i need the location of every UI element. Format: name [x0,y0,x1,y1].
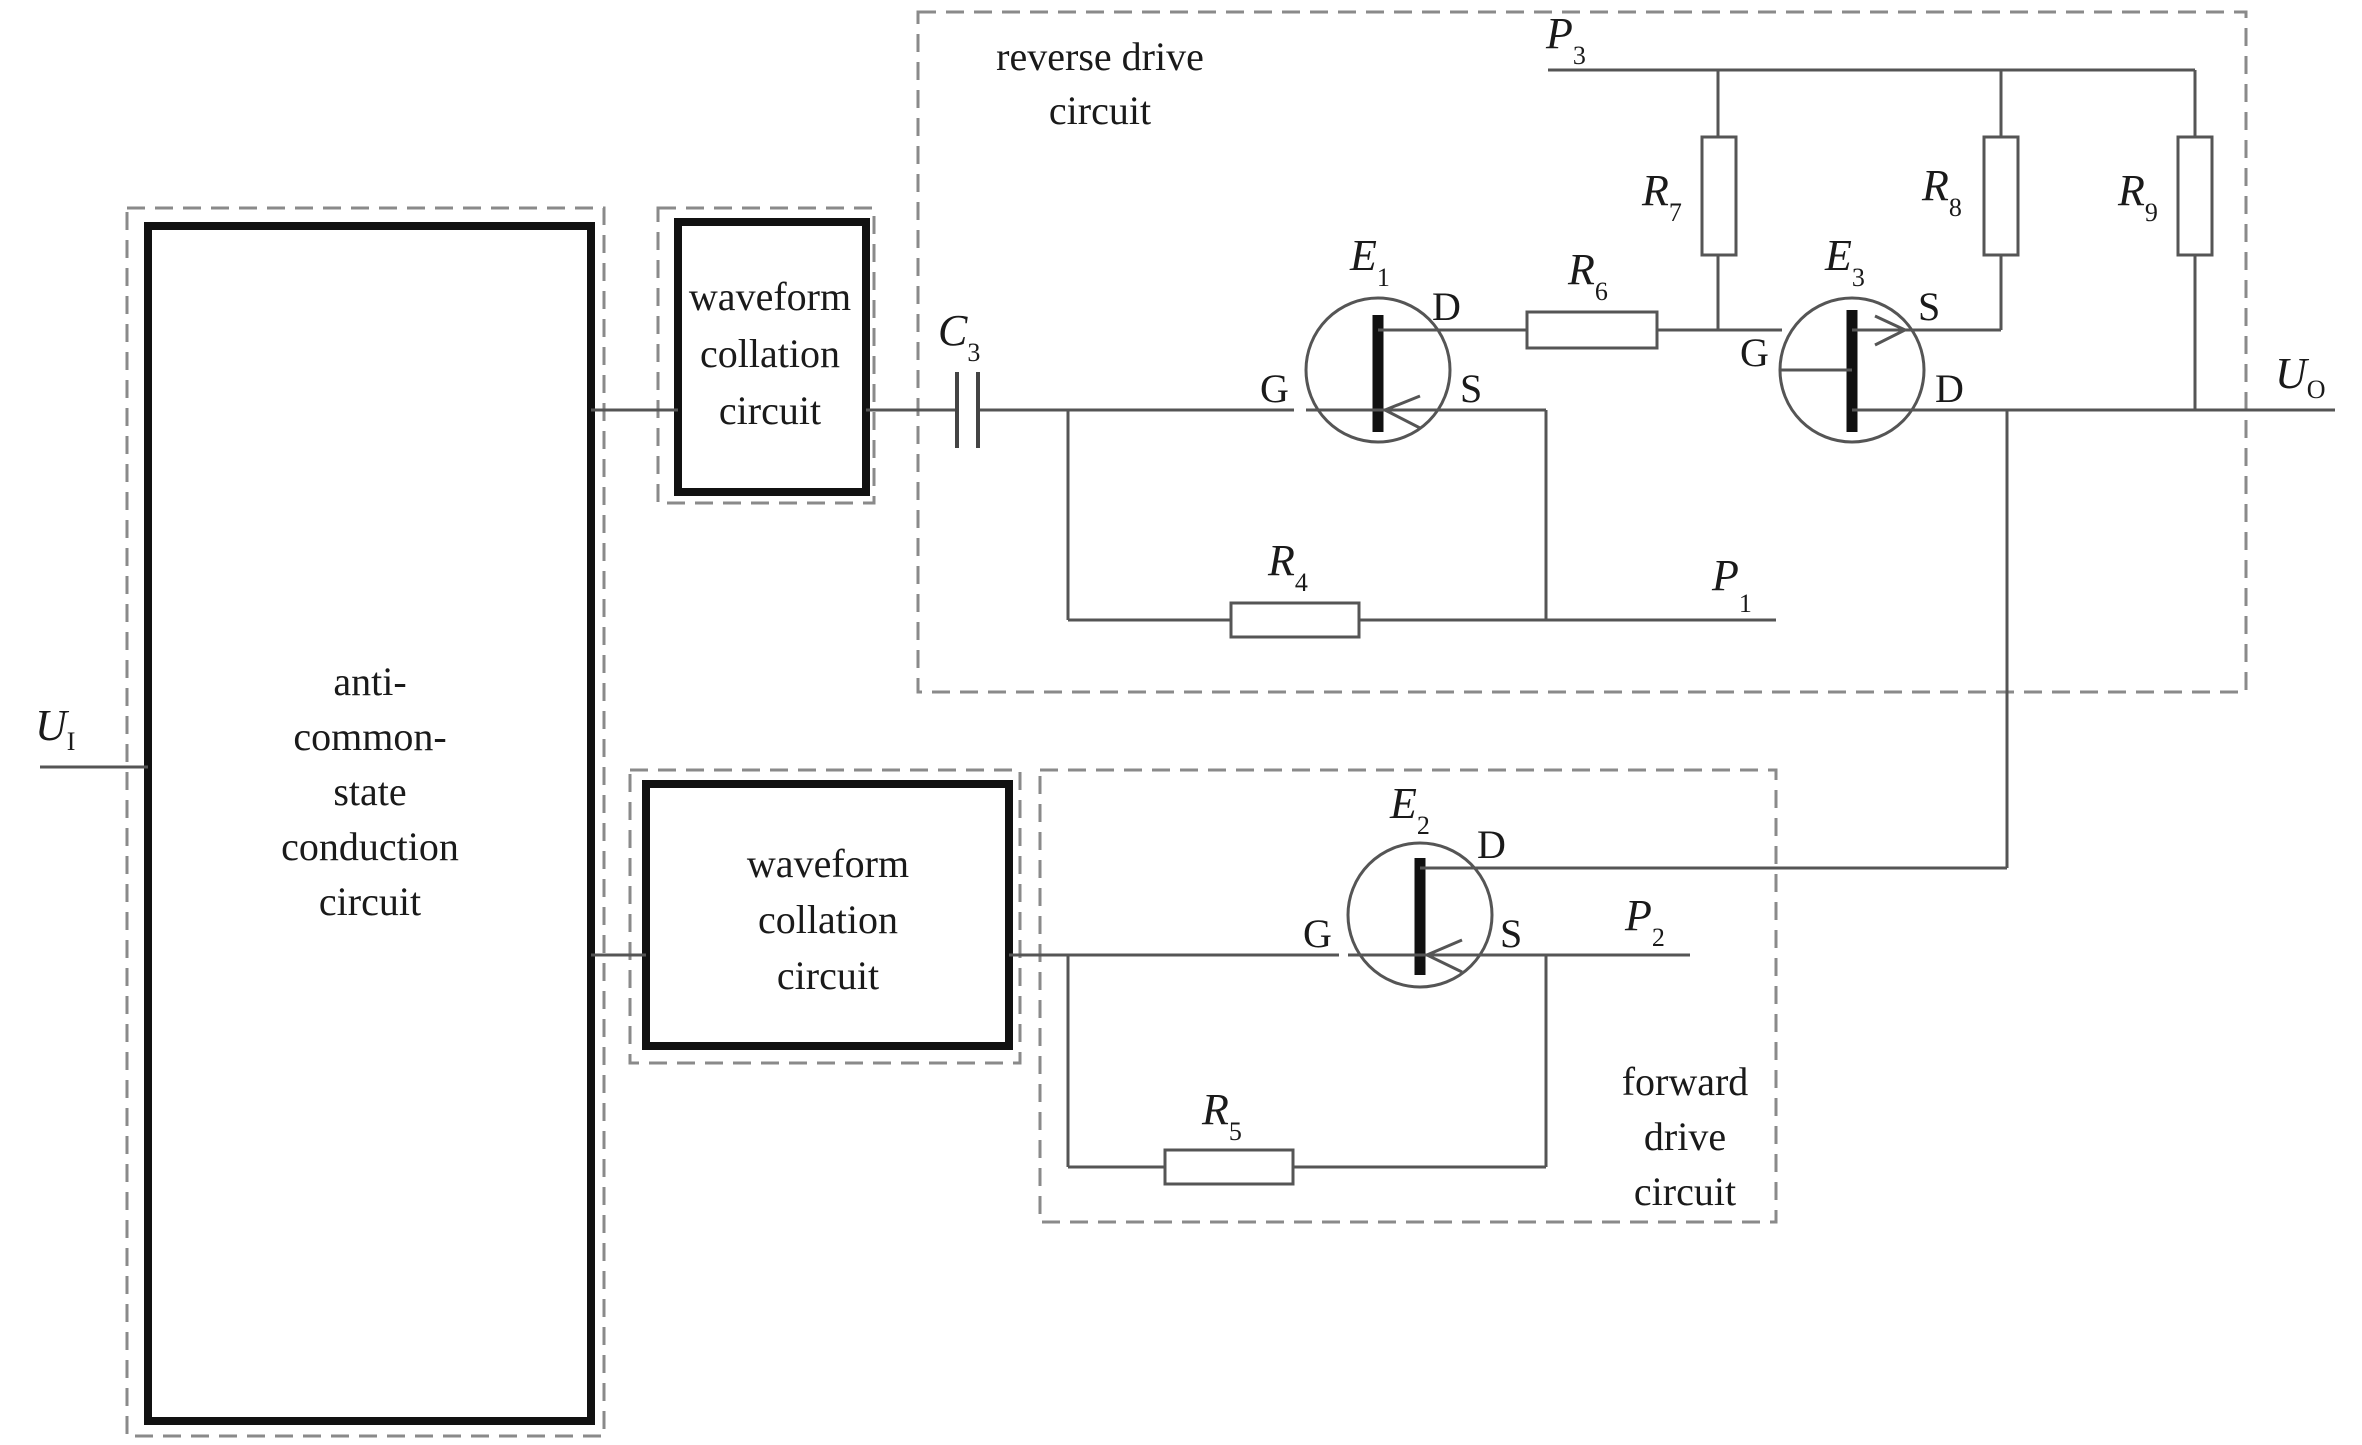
waveform-top-line-1: waveform [689,274,851,319]
e3-label: E3 [1824,231,1865,292]
transistor-e1 [1304,296,1452,444]
e1-label: E1 [1349,231,1390,292]
terminal-p3-label: P3 [1545,9,1586,70]
anti-common-line-1: anti- [333,659,406,704]
waveform-top-label: waveform collation circuit [689,274,851,433]
transistor-e3 [1778,296,1926,444]
resistor-r9 [2176,135,2214,257]
forward-drive-region [1038,768,1778,1224]
wires [40,68,2335,1169]
waveform-bottom-line-3: circuit [777,953,879,998]
r5-label: R5 [1201,1085,1242,1146]
waveform-top-line-3: circuit [719,388,821,433]
resistor-r6 [1525,310,1659,350]
reverse-drive-title-1: reverse drive [996,34,1204,79]
reverse-drive-title-2: circuit [1049,88,1151,133]
resistor-r4 [1229,601,1361,639]
r9-label: R9 [2117,166,2158,227]
reverse-drive-region [916,10,2248,694]
anti-common-outer-border [125,206,606,1438]
e1-gate-pin: G [1260,366,1289,411]
waveform-bottom-outer-border [628,768,1022,1065]
forward-drive-title-3: circuit [1634,1169,1736,1214]
forward-drive-title-2: drive [1644,1114,1726,1159]
transistor-e2 [1346,841,1494,989]
resistor-r8 [1982,135,2020,257]
e2-source-pin: S [1500,911,1522,956]
e3-drain-pin: D [1935,366,1964,411]
waveform-bottom-line-1: waveform [747,841,909,886]
capacitor-c3 [955,372,980,448]
waveform-bottom-label: waveform collation circuit [747,841,909,998]
resistor-r5 [1163,1148,1295,1186]
anti-common-line-5: circuit [319,879,421,924]
waveform-top-outer-border [656,206,876,505]
c3-label: C3 [938,306,980,367]
e1-drain-pin: D [1432,284,1461,329]
waveform-top-line-2: collation [700,331,840,376]
waveform-bottom-line-2: collation [758,897,898,942]
resistor-r7 [1700,135,1738,257]
terminal-uo-label: UO [2275,349,2326,404]
r6-label: R6 [1567,245,1608,306]
forward-drive-title-1: forward [1622,1059,1749,1104]
e2-label: E2 [1389,779,1430,840]
terminal-ui-label: UI [35,701,75,756]
anti-common-label: anti- common- state conduction circuit [281,659,459,924]
e3-gate-pin: G [1740,330,1769,375]
waveform-bottom-block [642,780,1013,1050]
anti-common-line-3: state [333,769,406,814]
anti-common-line-4: conduction [281,824,459,869]
r8-label: R8 [1921,161,1962,222]
terminal-p1-label: P1 [1711,551,1752,618]
e1-source-pin: S [1460,366,1482,411]
e2-drain-pin: D [1477,822,1506,867]
terminal-p2-label: P2 [1624,891,1665,952]
r4-label: R4 [1267,536,1308,597]
anti-common-line-2: common- [293,714,446,759]
r7-label: R7 [1641,166,1682,227]
e3-source-pin: S [1918,284,1940,329]
anti-common-state-block [144,222,595,1425]
waveform-top-block [674,218,870,496]
e2-gate-pin: G [1303,911,1332,956]
